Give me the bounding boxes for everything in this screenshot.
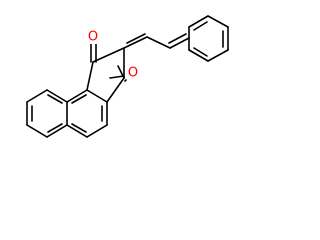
bond — [26, 89, 48, 103]
bond — [169, 37, 190, 49]
double-bond-inner — [71, 94, 87, 104]
carbonyl-bond — [109, 75, 125, 79]
double-bond-inner — [47, 123, 63, 133]
oxygen-atom-right: O — [128, 66, 138, 81]
bond — [106, 77, 125, 103]
oxygen-labels: O O — [87, 30, 139, 81]
propenylidene-chain — [123, 33, 190, 49]
bond — [123, 36, 148, 49]
bond — [188, 15, 209, 28]
carbonyl-bond — [124, 79, 127, 82]
bond — [86, 89, 108, 103]
bond — [188, 49, 209, 62]
bond — [207, 49, 229, 62]
carbonyl-bond — [117, 65, 125, 79]
carbonyl-groups — [90, 41, 127, 82]
bond — [86, 61, 94, 91]
naphthalene-ring-system — [26, 89, 108, 138]
bond — [66, 89, 88, 103]
double-bond-inner — [193, 21, 208, 31]
bond — [46, 124, 68, 138]
double-bond-inner — [168, 33, 187, 44]
bond — [46, 89, 68, 103]
oxygen-atom-top: O — [88, 30, 98, 45]
structure-canvas: O O — [26, 15, 229, 138]
double-bond-inner — [71, 123, 87, 133]
cyclopentanedione-ring — [86, 47, 125, 103]
bond — [146, 36, 171, 49]
double-bond-inner — [193, 47, 208, 57]
chemical-structure-drawing: O O — [26, 15, 229, 138]
bond — [66, 124, 88, 138]
double-bond-inner — [47, 94, 63, 104]
bond — [86, 124, 108, 138]
bond — [92, 47, 125, 63]
bond — [26, 124, 48, 138]
bond — [207, 15, 229, 28]
double-bond-inner — [126, 33, 146, 44]
phenyl-ring — [188, 15, 229, 62]
